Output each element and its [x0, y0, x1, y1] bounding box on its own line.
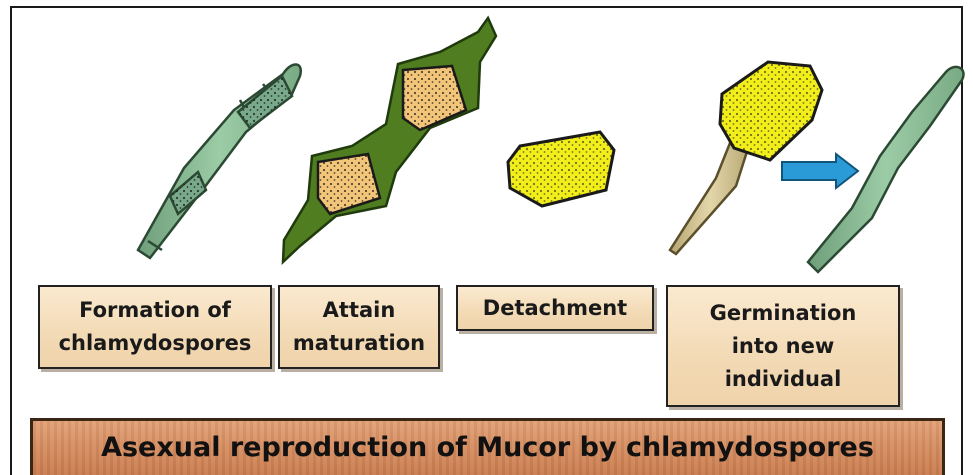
- step-label-line: Detachment: [483, 292, 627, 325]
- diagram-title: Asexual reproduction of Mucor by chlamyd…: [30, 418, 945, 475]
- step-label-line: individual: [710, 363, 857, 396]
- step-label-line: Germination: [710, 297, 857, 330]
- stage4-germination: [670, 62, 822, 254]
- step-label-line: into new: [710, 330, 857, 363]
- arrow-right-icon: [782, 154, 858, 188]
- step-label-maturation: Attain maturation: [278, 285, 440, 369]
- stage2-hypha: [283, 18, 496, 262]
- step-label-germination: Germination into new individual: [666, 285, 900, 407]
- step-label-line: chlamydospores: [59, 327, 252, 360]
- stage3-spore: [508, 132, 614, 206]
- step-label-detachment: Detachment: [456, 285, 654, 331]
- step-label-line: Formation of: [59, 294, 252, 327]
- step-label-line: maturation: [293, 327, 425, 360]
- step-label-formation: Formation of chlamydospores: [38, 285, 272, 369]
- stage1-hypha: [138, 64, 301, 258]
- germ-tube: [670, 138, 750, 254]
- step-label-line: Attain: [293, 294, 425, 327]
